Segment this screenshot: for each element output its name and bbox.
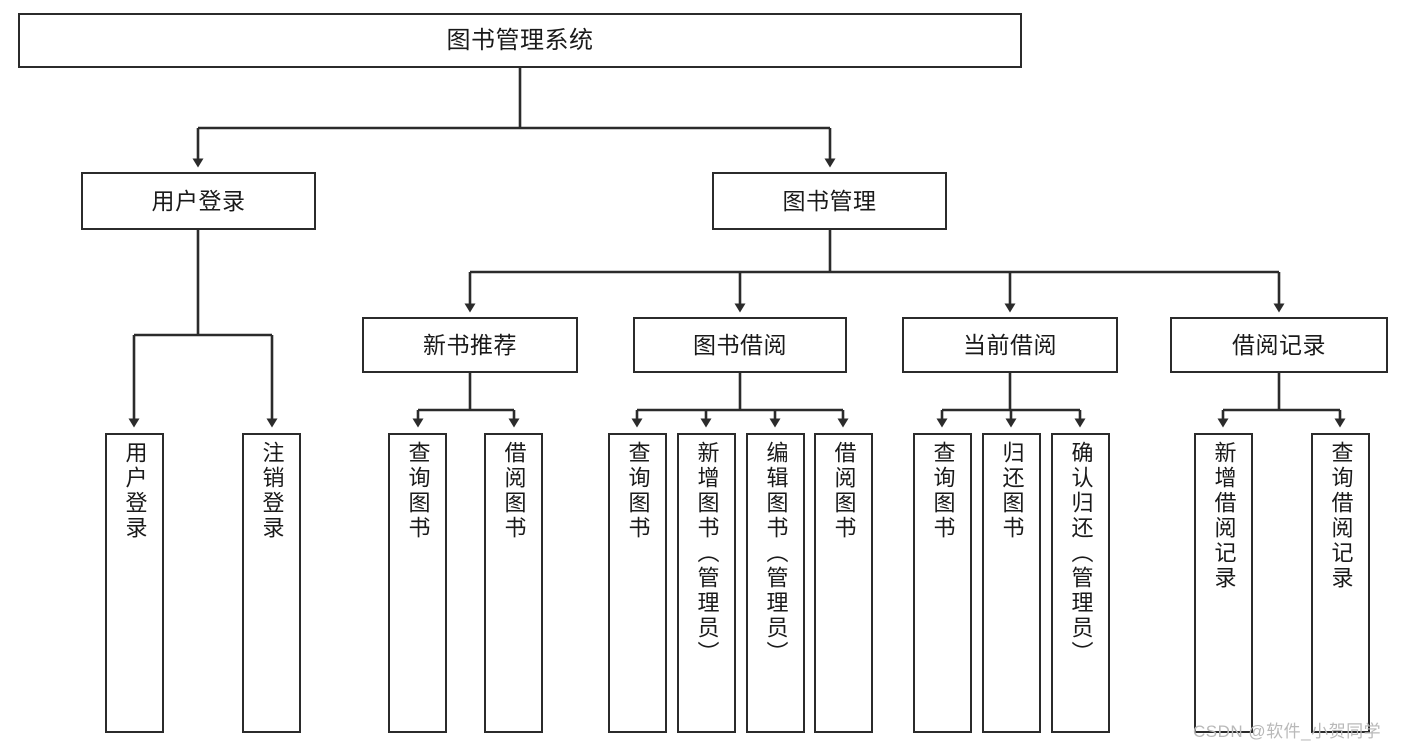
leaf-user-login-logout[interactable]: 注销登录 [242, 433, 301, 733]
leaf-recommend-query-book[interactable]: 查询图书 [388, 433, 447, 733]
leaf-record-query-record[interactable]: 查询借阅记录 [1311, 433, 1370, 733]
node-borrow-record[interactable]: 借阅记录 [1170, 317, 1388, 373]
node-label: 查询借阅记录 [1328, 441, 1354, 591]
node-label: 查询图书 [405, 441, 431, 541]
node-label: 新书推荐 [423, 331, 517, 358]
node-label: 确认归还（管理员） [1068, 441, 1094, 666]
node-root-library-system[interactable]: 图书管理系统 [18, 13, 1022, 68]
node-label: 注销登录 [259, 441, 285, 541]
leaf-current-query-book[interactable]: 查询图书 [913, 433, 972, 733]
node-label: 当前借阅 [963, 331, 1057, 358]
leaf-user-login-login[interactable]: 用户登录 [105, 433, 164, 733]
leaf-borrow-edit-book-admin[interactable]: 编辑图书（管理员） [746, 433, 805, 733]
node-label: 归还图书 [999, 441, 1025, 541]
node-label: 图书管理系统 [446, 26, 594, 54]
node-user-login[interactable]: 用户登录 [81, 172, 316, 230]
node-label: 用户登录 [151, 187, 246, 214]
node-label: 查询图书 [625, 441, 651, 541]
node-label: 编辑图书（管理员） [763, 441, 789, 666]
node-label: 图书借阅 [693, 331, 787, 358]
node-book-borrow[interactable]: 图书借阅 [633, 317, 847, 373]
node-label: 新增借阅记录 [1211, 441, 1237, 591]
leaf-recommend-borrow-book[interactable]: 借阅图书 [484, 433, 543, 733]
node-label: 查询图书 [930, 441, 956, 541]
node-new-book-recommend[interactable]: 新书推荐 [362, 317, 578, 373]
csdn-watermark: CSDN @软件_小贺同学 [1193, 722, 1382, 741]
leaf-borrow-borrow-book[interactable]: 借阅图书 [814, 433, 873, 733]
node-label: 图书管理 [782, 187, 877, 214]
leaf-borrow-query-book[interactable]: 查询图书 [608, 433, 667, 733]
node-book-management[interactable]: 图书管理 [712, 172, 947, 230]
node-current-borrow[interactable]: 当前借阅 [902, 317, 1118, 373]
node-label: 新增图书（管理员） [694, 441, 720, 666]
node-label: 借阅图书 [831, 441, 857, 541]
leaf-current-confirm-return-admin[interactable]: 确认归还（管理员） [1051, 433, 1110, 733]
leaf-borrow-add-book-admin[interactable]: 新增图书（管理员） [677, 433, 736, 733]
node-label: 借阅图书 [501, 441, 527, 541]
node-label: 用户登录 [122, 441, 148, 541]
node-label: 借阅记录 [1232, 331, 1326, 358]
leaf-record-add-record[interactable]: 新增借阅记录 [1194, 433, 1253, 733]
leaf-current-return-book[interactable]: 归还图书 [982, 433, 1041, 733]
